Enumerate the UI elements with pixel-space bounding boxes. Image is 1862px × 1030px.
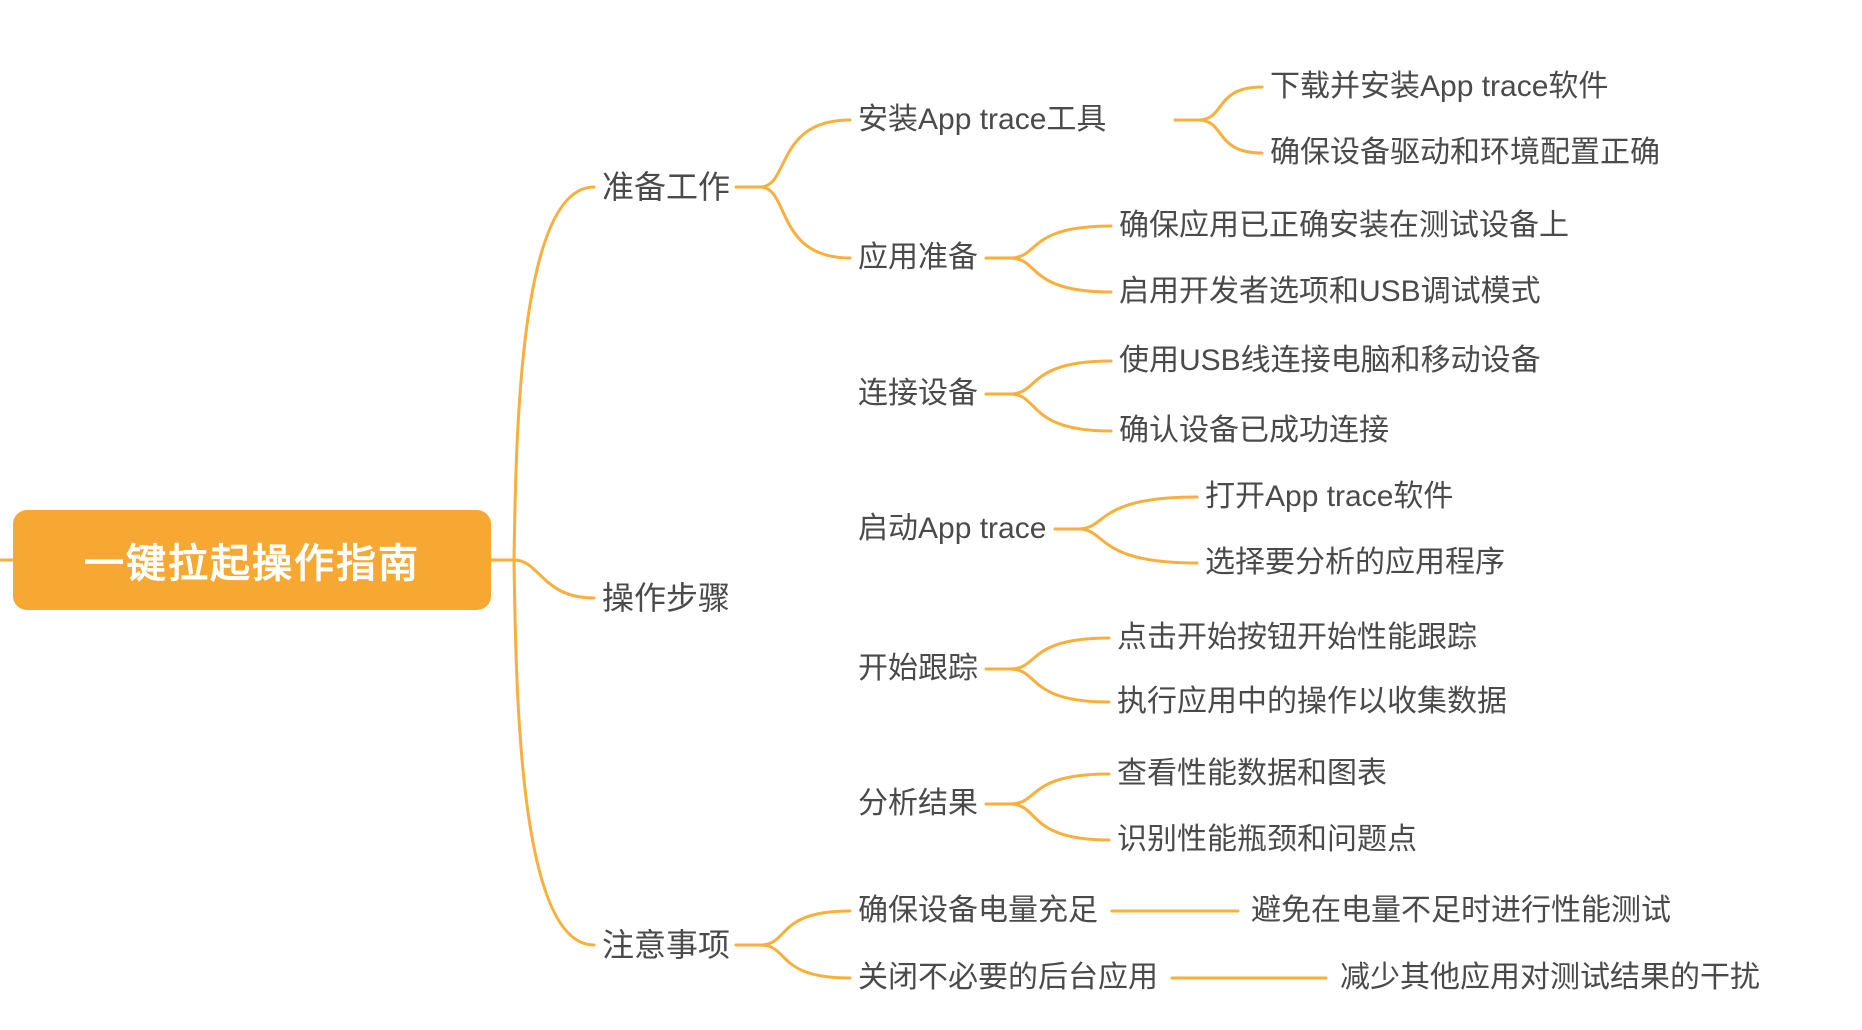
topic-close-background-apps[interactable]: 关闭不必要的后台应用 [858, 961, 1158, 994]
connector-notes-close [758, 943, 852, 980]
topic-download-install-software[interactable]: 下载并安装App trace软件 [1270, 70, 1609, 103]
root-topic[interactable]: 一键拉起操作指南 [13, 510, 491, 610]
connector-analyze-leaf1 [1008, 772, 1111, 806]
topic-usb-connect-pc-mobile[interactable]: 使用USB线连接电脑和移动设备 [1119, 344, 1541, 377]
topic-app-preparation[interactable]: 应用准备 [858, 241, 978, 274]
topic-ensure-battery[interactable]: 确保设备电量充足 [858, 894, 1098, 927]
topic-perform-operations[interactable]: 执行应用中的操作以收集数据 [1117, 685, 1507, 718]
topic-select-target-app[interactable]: 选择要分析的应用程序 [1205, 546, 1505, 579]
topic-click-start-button[interactable]: 点击开始按钮开始性能跟踪 [1117, 621, 1477, 654]
connector-launch-leaf2 [1076, 527, 1199, 565]
topic-ensure-driver-env[interactable]: 确保设备驱动和环境配置正确 [1270, 136, 1660, 169]
topic-avoid-lowbattery-testing[interactable]: 避免在电量不足时进行性能测试 [1251, 894, 1671, 927]
topic-launch-apptrace[interactable]: 启动App trace [858, 512, 1047, 545]
connector-connect-leaf2 [1008, 392, 1113, 433]
topic-view-performance-data[interactable]: 查看性能数据和图表 [1117, 757, 1387, 790]
connector-root-notes [512, 558, 596, 947]
connector-root-prep [512, 185, 596, 562]
topic-confirm-connected[interactable]: 确认设备已成功连接 [1119, 414, 1389, 447]
connector-prep-install [758, 118, 852, 189]
topic-app-installed-on-device[interactable]: 确保应用已正确安装在测试设备上 [1119, 209, 1569, 242]
topic-install-apptrace-tool[interactable]: 安装App trace工具 [858, 103, 1107, 136]
connector-analyze-leaf2 [1008, 802, 1111, 842]
topic-start-tracking[interactable]: 开始跟踪 [858, 652, 978, 685]
topic-connect-device[interactable]: 连接设备 [858, 377, 978, 410]
topic-identify-bottlenecks[interactable]: 识别性能瓶颈和问题点 [1117, 823, 1417, 856]
topic-analyze-results[interactable]: 分析结果 [858, 787, 978, 820]
connector-launch-leaf1 [1076, 495, 1199, 531]
connector-track-leaf1 [1008, 636, 1111, 671]
topic-preparation[interactable]: 准备工作 [602, 168, 731, 205]
connector-install-leaf1 [1196, 85, 1264, 122]
connector-install-leaf2 [1196, 118, 1264, 155]
topic-enable-developer-usb[interactable]: 启用开发者选项和USB调试模式 [1119, 275, 1541, 308]
connector-connect-leaf1 [1008, 359, 1113, 396]
connector-appprep-leaf1 [1008, 224, 1113, 260]
topic-reduce-interference[interactable]: 减少其他应用对测试结果的干扰 [1340, 961, 1760, 994]
connector-notes-battery [758, 909, 852, 947]
topic-open-apptrace[interactable]: 打开App trace软件 [1205, 480, 1454, 513]
connector-prep-appprep [758, 185, 852, 260]
topic-operation-steps[interactable]: 操作步骤 [602, 579, 731, 616]
connector-appprep-leaf2 [1008, 256, 1113, 294]
connector-track-leaf2 [1008, 667, 1111, 704]
connector-root-steps [512, 558, 596, 600]
topic-precautions[interactable]: 注意事项 [602, 926, 731, 963]
